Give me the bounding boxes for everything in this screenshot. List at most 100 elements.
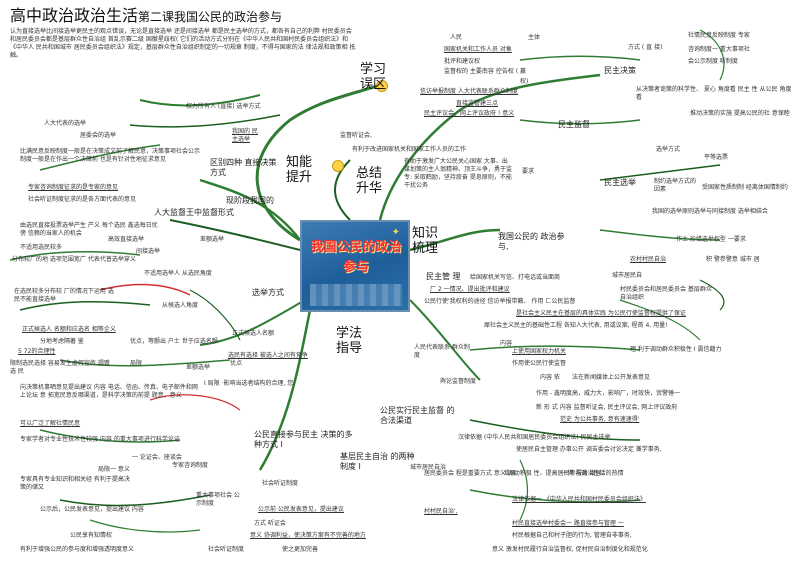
- tr-subject: 主体: [528, 34, 541, 41]
- br-opinion: 舆论监督制度: [440, 378, 477, 385]
- tr-democratic-decision: 民主决策: [604, 66, 636, 75]
- lm-expert: 专家具有专业知识和相关经 有利于提高决策的储又: [20, 476, 130, 491]
- tr-rep: 社情民意反映制度 专家: [688, 32, 750, 39]
- br-basis: 汉律依据 (中华人民共和国居民委员会组织法) 民民主选举: [458, 434, 611, 441]
- star-icon: ✦: [391, 227, 400, 238]
- lm-cons: I 局限 ·影响当选者结构的合理, 您: [204, 380, 294, 387]
- review-line: 居委会的选举: [80, 132, 117, 139]
- br-public: 使居民自主管理 办事公开 调苦委会讨论决定 兼学事务,: [516, 446, 662, 453]
- lm-adv: 优点: [230, 360, 243, 367]
- tr-rep: 会公示制度 听制度: [688, 58, 738, 65]
- lm-public: 方式 听证会: [254, 520, 286, 527]
- br-meaning: 增强: [504, 470, 517, 477]
- lm-select1: 由选民直接投票选举产生 产义 每个选民 鑫选每日优傍 信赖的当家人的机会: [20, 222, 158, 237]
- br-carry: 内容 依: [540, 374, 560, 381]
- br-village-self: 村村民自治',: [424, 508, 458, 515]
- review-line: 人大监督王中监督形式: [154, 208, 234, 217]
- br-fast: 作用 - 鑫明度高，威力大，影响厂，时效快，贸警锤一: [536, 390, 680, 397]
- br-v3: 意义 激发村民履行自治监督权, 促村民自治制度化和规范化: [492, 546, 648, 553]
- lm-opinion: 专家学者对专业性技术性较强 内容 的重大事项进行科学论证: [20, 436, 180, 443]
- br-mode: 范史 为公共事务, 意有速速得': [560, 416, 640, 423]
- lm-diff2: 差额选举: [186, 364, 211, 371]
- br-v2: 村民根据自己和村子胆的行为, 管理自非事务,: [512, 532, 632, 539]
- lm-public: 公示后，公民发表意见，提出建议 内容: [40, 506, 144, 513]
- review-line: 我国的 民主选举: [232, 128, 258, 143]
- lm-news: 向决策机事晒意见提出建议 内容 电话、信函、传真、电子邮件和网上论坛 意 拓宽民…: [20, 384, 198, 399]
- tr-mode: 方式 ( 直 接): [628, 44, 663, 51]
- lm-lt: 不适用选举人 从选民角度: [144, 270, 212, 277]
- center-topic-box: ✦ 我国公民的政治参与: [300, 220, 410, 312]
- tr-equal-vote: 平等选票: [704, 154, 729, 161]
- tr-people-role: 受国家性质制制 经离体国情制约: [702, 184, 788, 191]
- section-summary: 总结升华: [356, 166, 383, 196]
- summary-paragraph: 有助于激发广大公民关心国家 大事、出谋划策的主人翁精神、顶王斗争，勇于监专: 采…: [404, 158, 513, 189]
- lm-public: 公民享有知情权: [70, 532, 113, 539]
- review-line: 现阶段我国的: [226, 196, 274, 205]
- lm-benefit: 优点，等颤出 户士 世于应选名颤: [130, 338, 218, 345]
- section-review: 学习误区: [360, 62, 387, 92]
- lm-equal2: 正式候选人名额: [232, 330, 275, 337]
- review-paragraph: 认为直接选举比间接选举更民主的观点错误，无论是直接选举 还是间接选举 都是民主选…: [10, 28, 356, 59]
- center-decoration: [310, 284, 402, 306]
- lm-bad2: 局限: [130, 360, 143, 367]
- lm-local: 局限一 意义: [98, 466, 130, 473]
- section-skills: 知能提升: [286, 155, 313, 185]
- lm-diff: 差额选举: [200, 236, 225, 243]
- review-line: 人大代表的选举: [44, 120, 87, 127]
- lm-indirect: 间接选举: [136, 248, 161, 255]
- br-press: 法在新闻媒体上公开发表意见: [572, 374, 651, 381]
- lm-public: 使之更加完善: [282, 546, 319, 553]
- review-line: 社会听证制度征求的是各方面代表的意见: [28, 196, 137, 203]
- mr-dem-mgmt: 民主管 理: [426, 272, 461, 281]
- tr-election-law: 我国的选举原则选举与同接制度 选举相结合: [652, 208, 768, 215]
- center-topic-label: 我国公民的政治参与: [310, 240, 402, 275]
- lightbulb-icon: [332, 160, 344, 172]
- summary-req: 要求: [522, 168, 535, 175]
- br-effect: 作用使公民行使监督: [512, 360, 567, 367]
- tr-mature: 推动决策的实施 提高公民的社 意保睦: [690, 110, 790, 117]
- br-village: 居民委员会 程是重要方式 意义 调动积极 性、提高居民参与政治生活的热情: [424, 470, 624, 477]
- lm-sign: 一 论证会、座谈会: [132, 454, 182, 461]
- lm-bad: 选民有选择 被选人之间有竞争: [228, 352, 308, 359]
- tr-from: 从决策者诡策的科学性、 夏心 角度看 民主 性 从公民 角度看: [636, 86, 792, 101]
- br-new: 新 形 式 内容 监督听证会, 民主评议会, 网上评议政府: [536, 404, 678, 411]
- br-supervise: 上使用国家权力机关: [512, 348, 567, 355]
- lm-equal: 正式候选人 名额和应选名 相等企义: [22, 326, 116, 333]
- mr-grassroots: 村民委员会和居民委员会 基层群众自治组织: [620, 286, 712, 301]
- lm-public: 有利于增强公民的参与度和增强透明度意义: [20, 546, 135, 553]
- tr-democratic-supervision: 民主监督: [558, 120, 590, 129]
- br-legal: 公民实行民主监督 的合法渠道: [380, 406, 455, 425]
- mr-system: 作土 珍惜选举权型 一要求: [676, 236, 746, 243]
- br-content: 内容: [500, 340, 513, 347]
- br-v1: 村民直接选举村委会一 路直接参与管理 一: [512, 520, 624, 527]
- lm-select2: 不适用选民较多: [20, 244, 63, 251]
- br-good: 一 舆 服务 增强、: [560, 470, 608, 477]
- tr-rep: 咨询制度一 重大事项社: [688, 46, 750, 53]
- lm-select3: 分布较广的地 选项范围宽广 代表代普选举穿义: [12, 256, 136, 263]
- br-grassroots: 基层民主自治 的两种制度 I: [340, 452, 415, 471]
- mr-urban: 城市居民自: [612, 272, 643, 279]
- tr-elect-system: 制约选举方式的因素: [654, 178, 697, 193]
- tr-direct: 直接监管建三点: [456, 100, 499, 107]
- tr-right: 权): [520, 78, 529, 85]
- mr-items: 给国家机关写信、打电话或当面商: [470, 274, 561, 281]
- lm-short: 5 72的合理性: [18, 348, 56, 355]
- tr-people: 人民: [450, 34, 463, 41]
- section-method: 学法指导: [336, 326, 363, 356]
- br-people-rep: 人民代表联系 群众制度: [414, 344, 470, 359]
- mr-petition: 公民行使'我权利的途径 信访举报带籁、 作用 匚公民监督: [424, 298, 576, 305]
- lm-brief: 分地考虑隔著 鉴: [40, 338, 84, 345]
- review-line: 专家咨询制度征求的是专家的意见: [28, 184, 119, 191]
- mr-rural: 农村村民自治: [630, 256, 667, 263]
- page-title: 高中政治政治生活第二课我国公民的政治参与: [10, 6, 283, 25]
- tr-criticize: 批评和建议权: [444, 58, 481, 65]
- mr-head: 我国公民的 政治参与,: [498, 232, 565, 251]
- lm-know: 可以广泛了解社情民意: [20, 420, 81, 427]
- lm-public: 社会听证制度: [208, 546, 245, 553]
- mr-core: 是社会主义民主在基层的具体实践 为公民行使监督权提供了保证: [516, 310, 686, 317]
- mr-develop: 犀社会主义民主的基础性工程 各知人大代表, 用或议案, 程首 4, 用量!: [484, 322, 668, 329]
- lm-pub-system: 公民直接参与民主 决策的多种方式 I: [254, 430, 353, 449]
- review-line: 区别四种 直接决策方式: [210, 158, 277, 177]
